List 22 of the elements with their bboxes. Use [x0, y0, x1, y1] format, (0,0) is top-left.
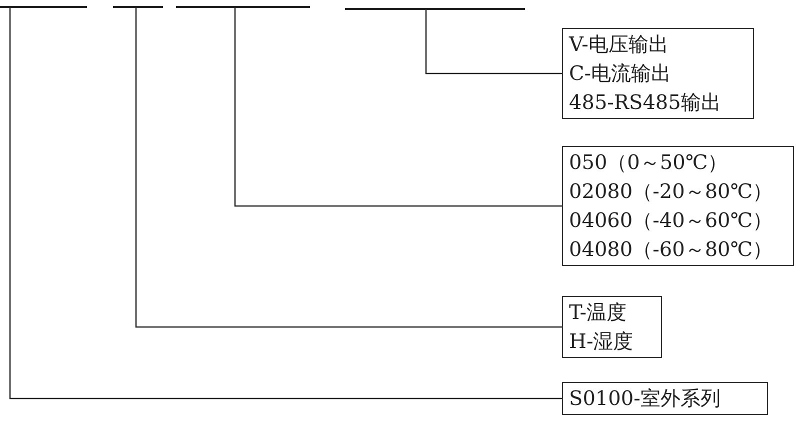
option-box — [562, 28, 754, 119]
leader-line — [425, 10, 562, 74]
blank-line — [0, 6, 87, 8]
option-box — [562, 296, 662, 358]
option-box — [562, 146, 794, 266]
blank-line — [176, 6, 310, 8]
blank-line — [345, 8, 525, 10]
leader-line — [9, 8, 562, 400]
option-text: S0100-室外系列 — [569, 385, 722, 412]
blank-line — [113, 6, 163, 8]
option-text: 050（0～50℃） — [569, 149, 729, 176]
option-text: 485-RS485输出 — [569, 89, 722, 116]
leader-line — [135, 8, 562, 328]
option-text: H-湿度 — [569, 328, 634, 355]
option-text: 04060（-40～60℃） — [569, 207, 774, 234]
option-text: C-电流输出 — [569, 60, 672, 87]
leader-line — [234, 8, 562, 207]
option-text: 04080（-60～80℃） — [569, 236, 774, 263]
option-text: V-电压输出 — [569, 31, 670, 58]
option-box — [562, 382, 768, 415]
option-text: 02080（-20～80℃） — [569, 178, 774, 205]
option-text: T-温度 — [569, 299, 628, 326]
